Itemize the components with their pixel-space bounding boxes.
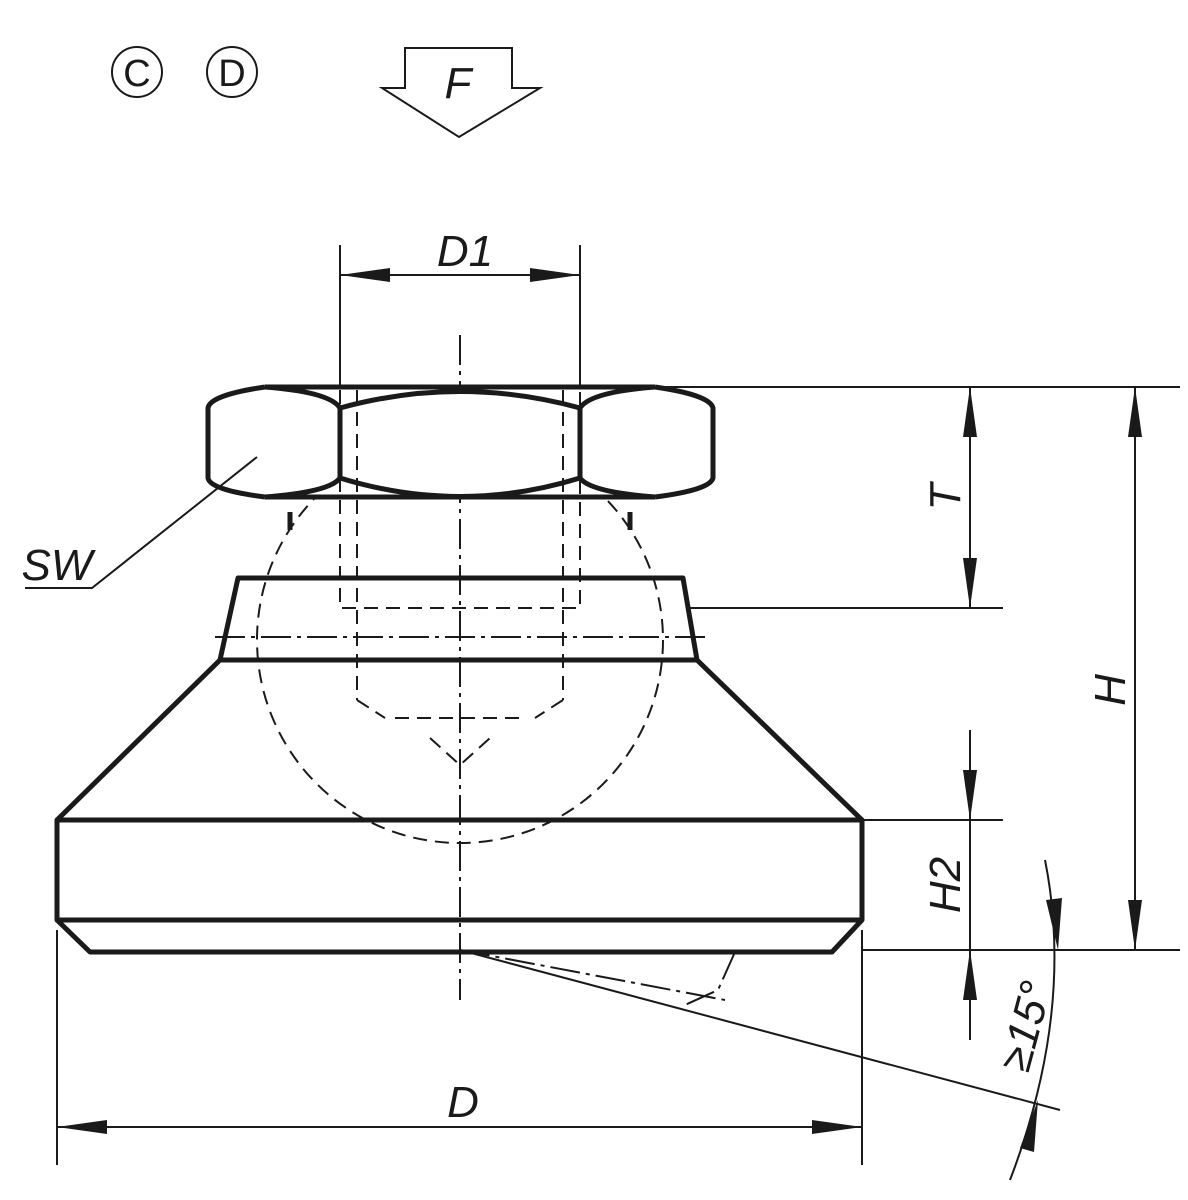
sw-label: SW xyxy=(22,541,96,590)
dimension-sw: SW xyxy=(22,456,258,590)
d-label: D xyxy=(447,1078,479,1127)
thread-hidden xyxy=(339,390,581,767)
h-label: H xyxy=(1086,674,1135,706)
symbol-c: C xyxy=(111,46,163,98)
force-arrow: F xyxy=(378,47,544,139)
hex-nut xyxy=(205,384,716,500)
t-label: T xyxy=(921,480,970,510)
tilt-line xyxy=(459,949,736,1006)
symbol-d: D xyxy=(206,46,258,98)
cone xyxy=(55,658,864,822)
base xyxy=(54,817,865,955)
dimension-h2: H2 xyxy=(862,730,1003,1040)
dimension-d1: D1 xyxy=(339,227,581,390)
d1-label: D1 xyxy=(437,227,493,276)
upper-ring xyxy=(217,575,700,663)
dimension-d: D xyxy=(56,930,863,1165)
dimension-t: T xyxy=(655,386,1180,609)
dimension-h: H xyxy=(862,387,1180,951)
neck xyxy=(287,512,633,530)
h2-label: H2 xyxy=(921,857,970,913)
symbol-d-label: D xyxy=(218,53,245,95)
force-label: F xyxy=(445,59,474,108)
dimension-angle: ≥15° xyxy=(459,859,1062,1181)
symbol-c-label: C xyxy=(123,53,150,95)
angle-label: ≥15° xyxy=(991,976,1062,1076)
